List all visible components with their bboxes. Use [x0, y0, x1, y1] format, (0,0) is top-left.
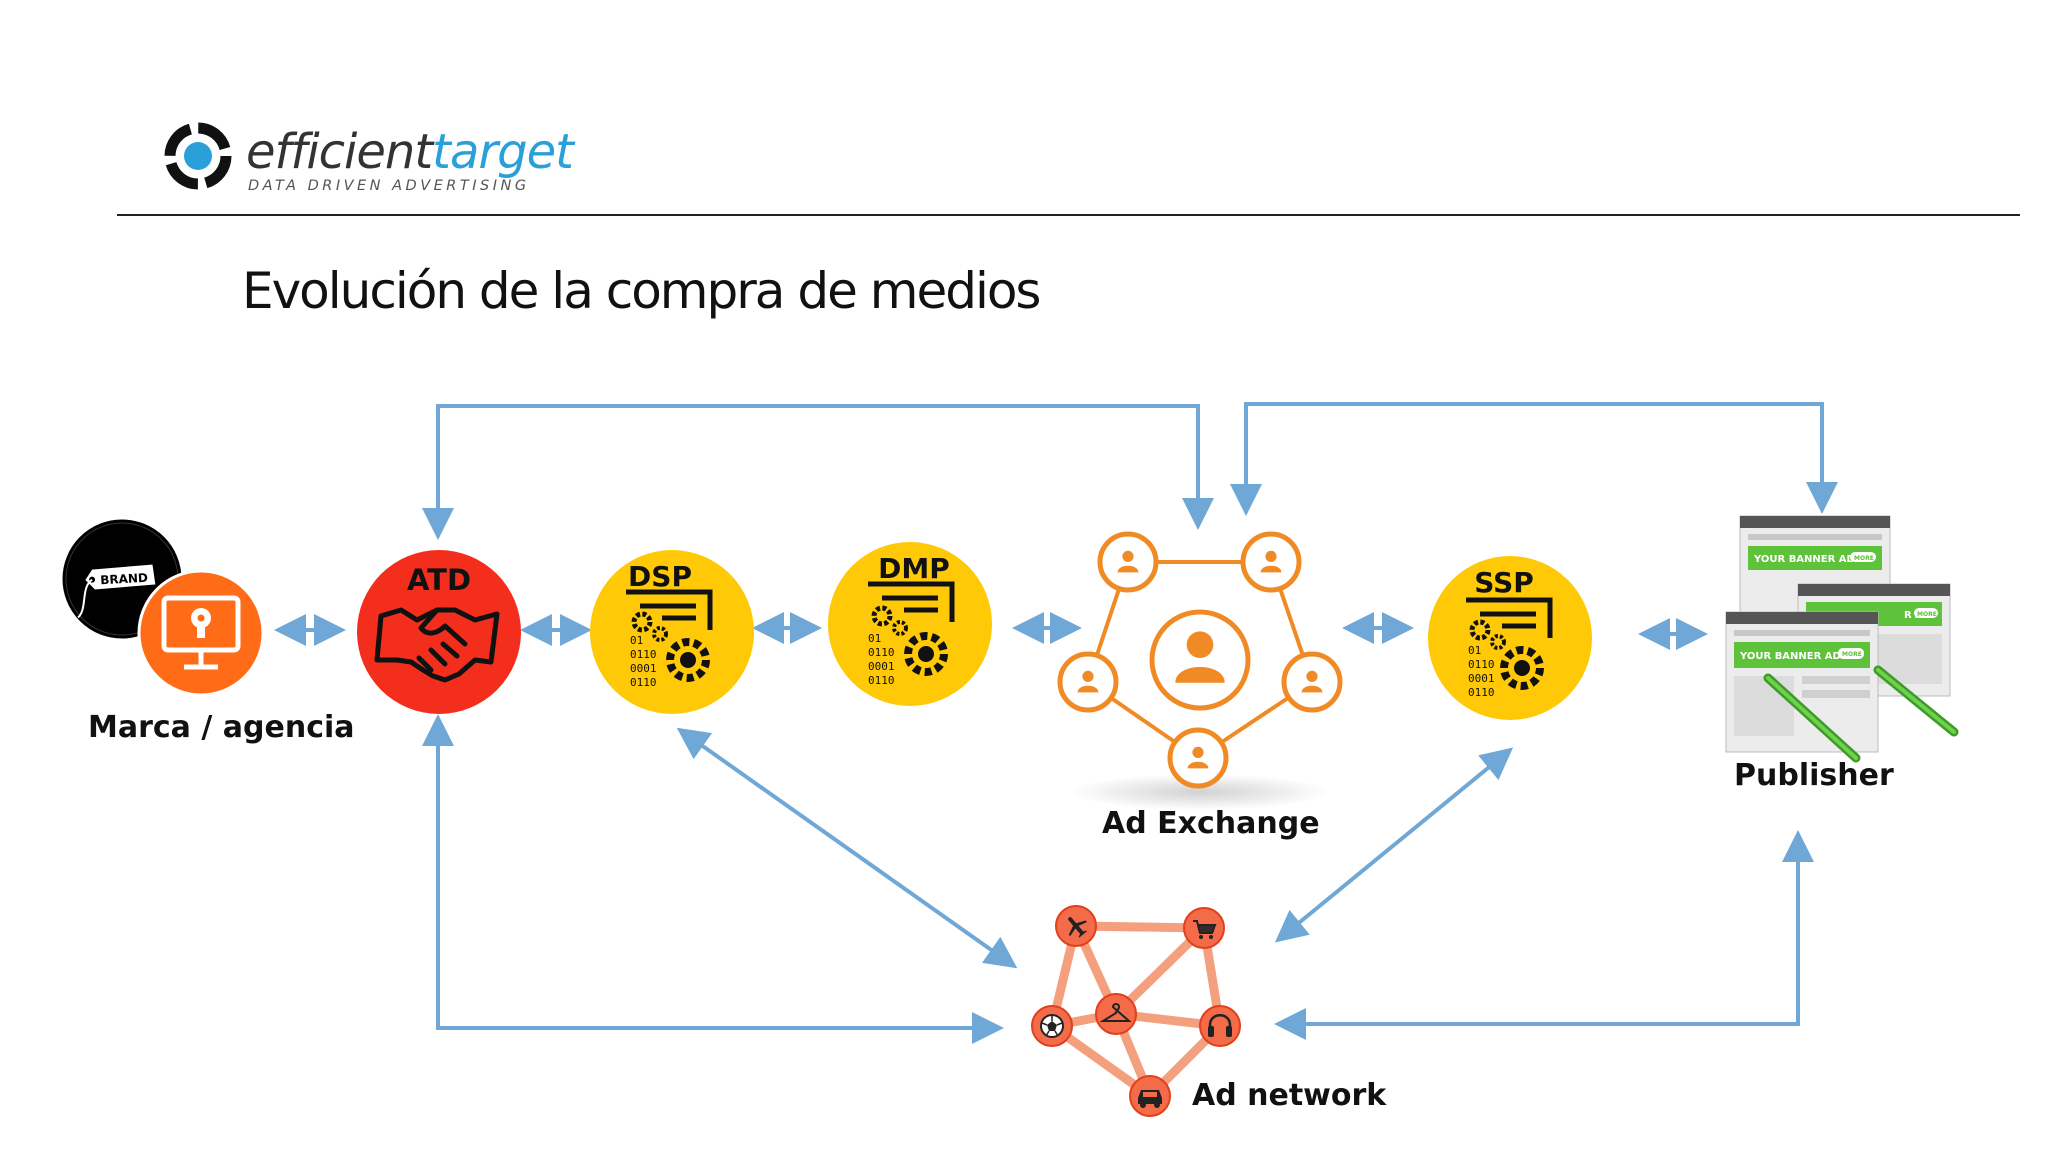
ssp-binary-2: 0110: [1468, 658, 1495, 671]
shopping-cart-icon: [1193, 920, 1217, 939]
ad-exchange-label: Ad Exchange: [1102, 806, 1320, 841]
pen-icon: [1763, 665, 1959, 763]
headphones-icon: [1208, 1014, 1232, 1037]
soccer-ball-icon: [1040, 1014, 1064, 1038]
dsp-node: DSP 01 0110 0001 0110: [590, 550, 754, 714]
logo-tagline: DATA DRIVEN ADVERTISING: [248, 178, 530, 194]
dmp-binary-1: 01: [868, 632, 881, 645]
ad-network-node: [1031, 905, 1241, 1117]
ssp-label: SSP: [1474, 566, 1534, 599]
page-title: Evolución de la compra de medios: [242, 262, 1041, 320]
car-icon: [1138, 1090, 1162, 1108]
marca-agencia-label: Marca / agencia: [88, 710, 355, 745]
ad-exchange-node: [1057, 531, 1343, 810]
arrow-atd-adnetwork: [422, 714, 1004, 1044]
publisher-node: YOUR BANNER AD MORE R AD MORE YOUR BANNE…: [1725, 515, 1959, 763]
logo-wordmark: efficienttarget: [246, 124, 574, 180]
ssp-binary-4: 0110: [1468, 686, 1495, 699]
atd-node: ATD: [357, 550, 521, 714]
data-processing-icon: 01 0110 0001 0110: [1466, 597, 1553, 699]
dmp-binary-4: 0110: [868, 674, 895, 687]
logo-icon: [164, 122, 232, 190]
arrow-exchange-publisher-top: [1230, 402, 1838, 516]
monitor-lightbulb-icon: [137, 569, 265, 697]
dsp-binary-4: 0110: [630, 676, 657, 689]
dsp-binary-2: 0110: [630, 648, 657, 661]
ssp-binary-3: 0001: [1468, 672, 1495, 685]
ssp-binary-1: 01: [1468, 644, 1481, 657]
dmp-node: DMP 01 0110 0001 0110: [828, 542, 992, 706]
hanger-icon: [1099, 1003, 1132, 1022]
data-processing-icon: 01 0110 0001 0110: [868, 581, 955, 687]
airplane-icon: [1068, 917, 1087, 938]
banner-btn-front: MORE: [1842, 651, 1862, 658]
dmp-label: DMP: [878, 552, 950, 585]
dmp-binary-2: 0110: [868, 646, 895, 659]
ssp-node: SSP 01 0110 0001 0110: [1428, 556, 1592, 720]
banner-btn-back: MORE: [1854, 555, 1874, 562]
arrow-dsp-adnetwork: [676, 727, 1018, 969]
header-divider: [117, 214, 2020, 216]
arrow-atd-exchange-top: [422, 404, 1214, 540]
data-processing-icon: 01 0110 0001 0110: [626, 589, 713, 689]
ad-network-label: Ad network: [1192, 1078, 1387, 1113]
publisher-label: Publisher: [1734, 758, 1894, 793]
arrow-ssp-adnetwork: [1274, 747, 1514, 943]
dsp-binary-3: 0001: [630, 662, 657, 675]
banner-text-back: YOUR BANNER AD: [1753, 554, 1855, 565]
handshake-icon: [374, 607, 500, 683]
dmp-binary-3: 0001: [868, 660, 895, 673]
banner-btn-middle: MORE: [1917, 611, 1937, 618]
arrow-publisher-adnetwork: [1274, 830, 1814, 1040]
dsp-label: DSP: [628, 560, 692, 593]
webpage-front: YOUR BANNER AD MORE: [1725, 611, 1879, 753]
dsp-binary-1: 01: [630, 634, 643, 647]
brand-badge-text: BRAND: [100, 571, 148, 587]
atd-label: ATD: [407, 563, 471, 597]
banner-text-front: YOUR BANNER AD: [1739, 651, 1841, 662]
